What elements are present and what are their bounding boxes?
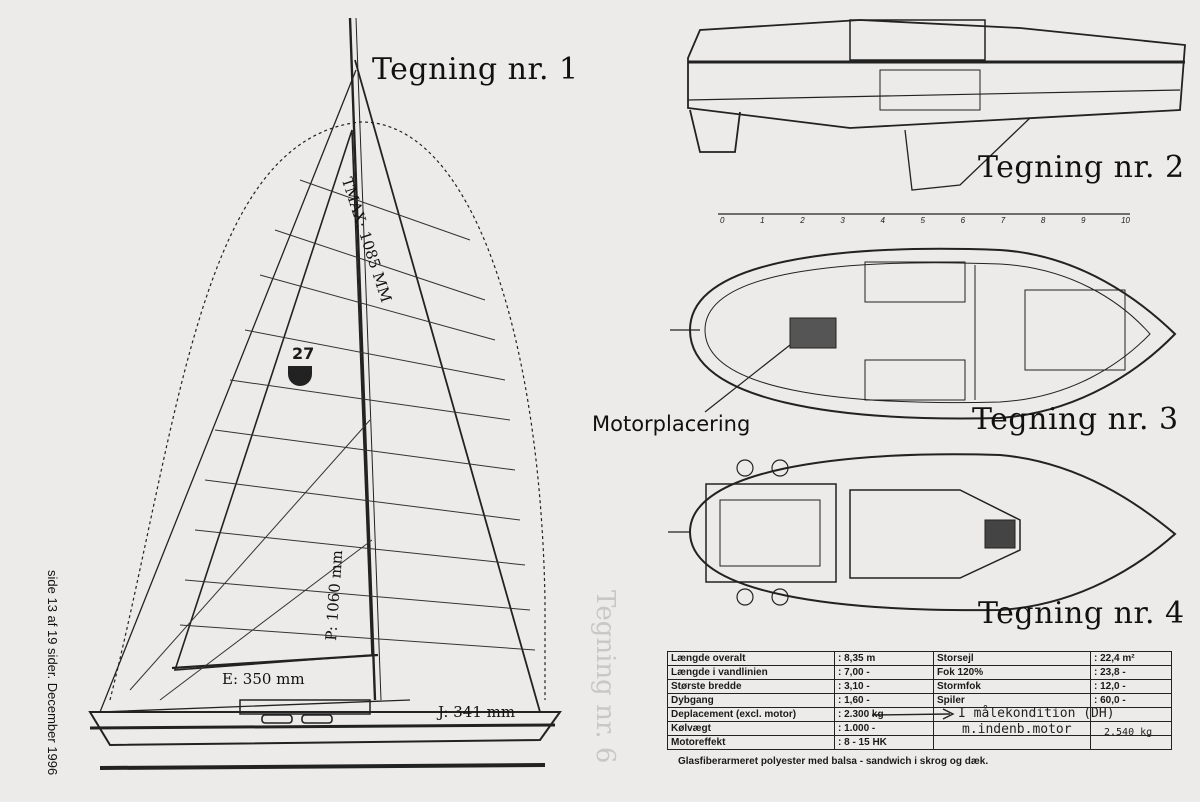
cockpit [705,483,837,583]
spec-value: : 8 - 15 HK [834,735,934,750]
boom [171,653,379,670]
sail-number: 27 [292,344,315,363]
keel [689,109,741,153]
deck-hull [688,453,1177,612]
spec-value: : 8,35 m [834,651,934,666]
scale-number: 8 [1040,216,1046,225]
coachroof [849,489,1021,579]
spec-key: Kølvægt [667,721,835,736]
scale-number: 1 [760,216,765,225]
spec-value: : 2.300 kg [834,707,934,722]
j-dimension-label: J: 341 mm [438,703,516,721]
drawing-2-title: Tegning nr. 2 [978,150,1185,185]
scale-number: 5 [920,216,925,225]
scale-number: 10 [1121,216,1130,225]
scale-number: 6 [960,216,966,225]
spec-row: Dybgang : 1,60 - Spiler : 60,0 - [667,693,1172,708]
construction-note: Glasfiberarmeret polyester med balsa - s… [678,756,989,767]
spec-key [933,735,1091,750]
drawing-4-title: Tegning nr. 4 [978,596,1185,631]
scale-number: 3 [840,216,845,225]
spec-key: Længde overalt [667,651,835,666]
e-dimension-label: E: 350 mm [222,670,305,688]
scale-number: 2 [800,216,805,225]
spec-value: : 22,4 m² [1090,651,1172,666]
profile-hull [687,19,1186,129]
forestay [354,59,541,713]
handwritten-weight: 2.540 kg [1104,727,1153,738]
spec-key: Fok 120% [933,665,1091,680]
spec-key: Største bredde [667,679,835,694]
profile-cabin [849,19,986,61]
hull-side [88,711,562,747]
drawing-3-title: Tegning nr. 3 [972,402,1179,437]
spec-value: : 60,0 - [1090,693,1172,708]
scale-number: 4 [880,216,885,225]
rudder [904,117,1031,191]
handwritten-line-1: I målekondition (DH) [958,706,1115,721]
spec-table: Længde overalt : 8,35 m Storsejl : 22,4 … [667,651,1172,750]
motor-pointer [704,344,791,413]
spec-row: Længde i vandlinien : 7,00 - Fok 120% : … [667,665,1172,680]
spec-key: Storsejl [933,651,1091,666]
spec-value: : 7,00 - [834,665,934,680]
class-logo [288,366,312,386]
spec-key: Deplacement (excl. motor) [667,707,835,722]
spec-value [1090,735,1172,750]
engine-box [789,317,837,349]
spec-row: Største bredde : 3,10 - Stormfok : 12,0 … [667,679,1172,694]
spec-key: Stormfok [933,679,1091,694]
spec-value: : 23,8 - [1090,665,1172,680]
mast [348,17,377,701]
spec-key: Længde i vandlinien [667,665,835,680]
scale-numbers: 0 1 2 3 4 5 6 7 8 9 10 [720,216,1130,225]
spec-key: Dybgang [667,693,835,708]
spec-value: : 12,0 - [1090,679,1172,694]
deck-plan-hull [688,247,1177,420]
spec-value: : 1.000 - [834,721,934,736]
drawing-1-title: Tegning nr. 1 [372,52,579,87]
spec-key: Motoreffekt [667,735,835,750]
handwritten-line-2: m.indenb.motor [962,722,1072,737]
page-note: side 13 af 19 sider. December 1996 [45,570,60,776]
scale-number: 7 [1000,216,1006,225]
spec-row: Kølvægt : 1.000 - [667,721,1172,736]
ghost-drawing-label: Tegning nr. 6 [590,590,620,764]
scale-number: 9 [1080,216,1086,225]
motor-placement-label: Motorplacering [592,412,751,436]
cabin-top [239,699,371,715]
spec-value: : 3,10 - [834,679,934,694]
scale-number: 0 [720,216,725,225]
spec-row: Motoreffekt : 8 - 15 HK [667,735,1172,750]
spec-value: : 1,60 - [834,693,934,708]
spec-row: Længde overalt : 8,35 m Storsejl : 22,4 … [667,651,1172,666]
